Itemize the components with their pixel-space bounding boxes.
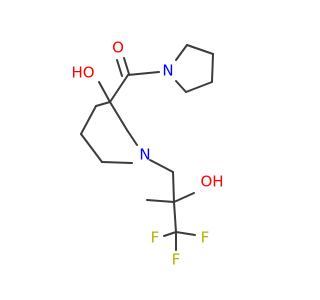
- molecule-structure: O N HO N OH F F F: [71, 39, 223, 269]
- pyrrolidine-bond-5: [175, 80, 187, 93]
- pyrrolidine-bond-1: [175, 44, 188, 61]
- fluorine-bottom-label: F: [172, 251, 181, 269]
- piperidine-bond-1: [109, 101, 128, 131]
- c3-to-hydroxyl-bond: [98, 81, 111, 103]
- ch2-to-central-c-bond: [172, 171, 175, 203]
- piperidine-bond-2: [126, 129, 138, 146]
- cf3-to-f-right-bond: [175, 231, 196, 236]
- atom-label-layer: O N HO N OH F F F: [71, 39, 223, 269]
- pyrrolidine-bond-3: [211, 53, 214, 83]
- central-c-to-cf3-bond: [173, 201, 177, 233]
- carbonyl-to-amide-n-bond: [127, 71, 160, 76]
- piperidine-bond-6: [95, 101, 111, 107]
- piperidine-bond-4: [80, 133, 103, 163]
- hydroxyl-left-label: HO: [71, 64, 94, 82]
- pyrrolidine-bond-4: [185, 81, 213, 93]
- bond-layer: [80, 44, 214, 251]
- cf3-to-f-left-bond: [163, 231, 177, 237]
- carbonyl-oxygen-label: O: [112, 39, 124, 57]
- carbonyl-double-bond-a: [123, 57, 130, 75]
- carbonyl-to-c3-bond: [109, 74, 129, 103]
- central-c-to-methyl-bond: [146, 199, 175, 203]
- fluorine-right-label: F: [201, 229, 210, 247]
- n-to-ch2-bond: [149, 159, 174, 173]
- piperidine-bond-3: [101, 161, 133, 164]
- amide-nitrogen-label: N: [162, 62, 173, 80]
- piperidine-nitrogen-label: N: [139, 146, 150, 164]
- hydroxyl-right-label: OH: [200, 173, 223, 191]
- pyrrolidine-bond-2: [186, 44, 214, 55]
- fluorine-left-label: F: [151, 229, 160, 247]
- piperidine-bond-5: [80, 105, 97, 135]
- central-c-to-oh-bond: [173, 192, 195, 203]
- carbonyl-double-bond-b: [116, 59, 123, 77]
